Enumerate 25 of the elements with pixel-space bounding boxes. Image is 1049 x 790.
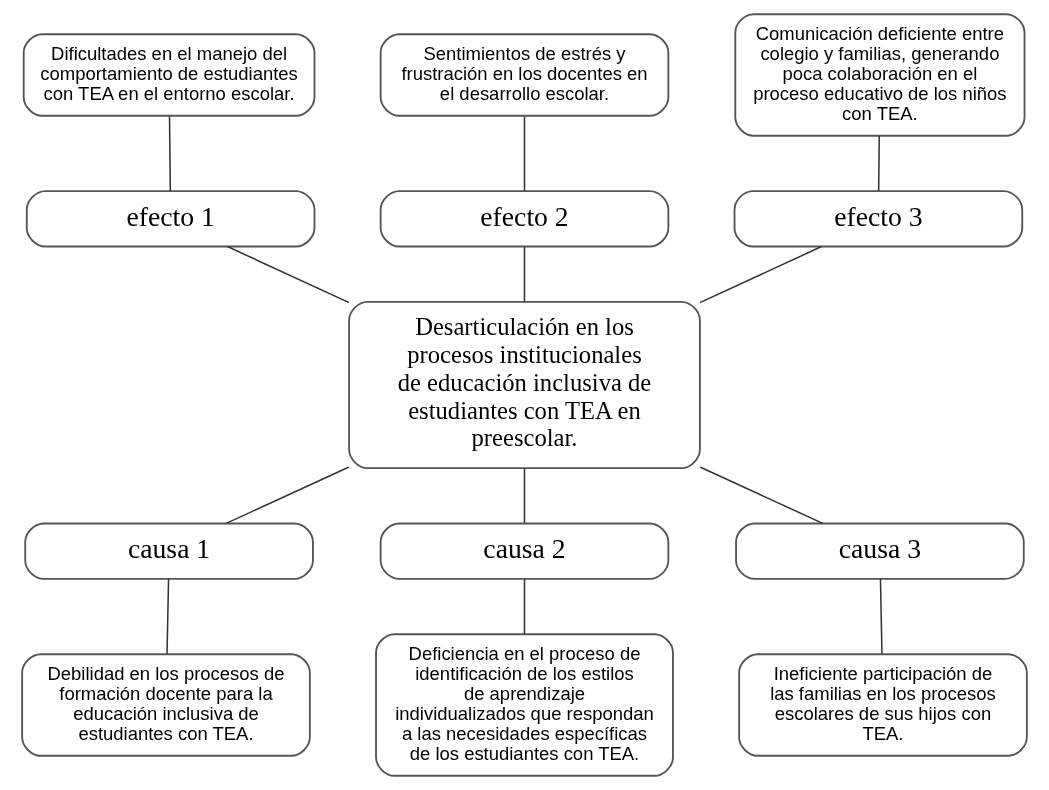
node-box: Sentimientos de estrés y frustración en los docentes en el desarrollo escolar. <box>379 33 670 117</box>
node-box: Comunicación deficiente entre colegio y familias, generando poca colaboración en el proceso educativo de los niños con TEA. <box>734 13 1026 137</box>
connector <box>523 578 526 635</box>
connector <box>523 245 526 303</box>
node-box: efecto 1 <box>25 190 316 248</box>
node-box: efecto 2 <box>379 190 670 248</box>
node-box: efecto 3 <box>733 190 1024 248</box>
connector <box>168 115 172 192</box>
node-box: causa 2 <box>379 522 670 580</box>
connector <box>879 578 883 655</box>
connector <box>523 467 526 524</box>
node-box: Debilidad en los procesos de formación docente para la educación inclusiva de estudiantes con TEA. <box>21 653 311 757</box>
node-box: causa 1 <box>24 522 314 580</box>
node-box: causa 3 <box>735 522 1025 580</box>
connector <box>166 578 170 655</box>
node-box: Deficiencia en el proceso de identificación de los estilos de aprendizaje individualizados que respondan a las necesidades específicas de los estudiantes con TEA. <box>375 633 674 777</box>
connector <box>225 466 350 525</box>
connector <box>699 245 823 304</box>
connector <box>877 135 881 192</box>
node-box: Ineficiente participación de las familias en los procesos escolares de sus hijos con TEA. <box>738 653 1028 757</box>
node-box: Desarticulación en los procesos institucionales de educación inclusiva de estudiantes con TEA en preescolar. <box>348 301 701 469</box>
node-box: Dificultades en el manejo del comportamiento de estudiantes con TEA en el entorno escolar. <box>22 33 316 117</box>
connector <box>699 466 824 525</box>
connector <box>523 115 526 192</box>
connector <box>226 245 350 304</box>
